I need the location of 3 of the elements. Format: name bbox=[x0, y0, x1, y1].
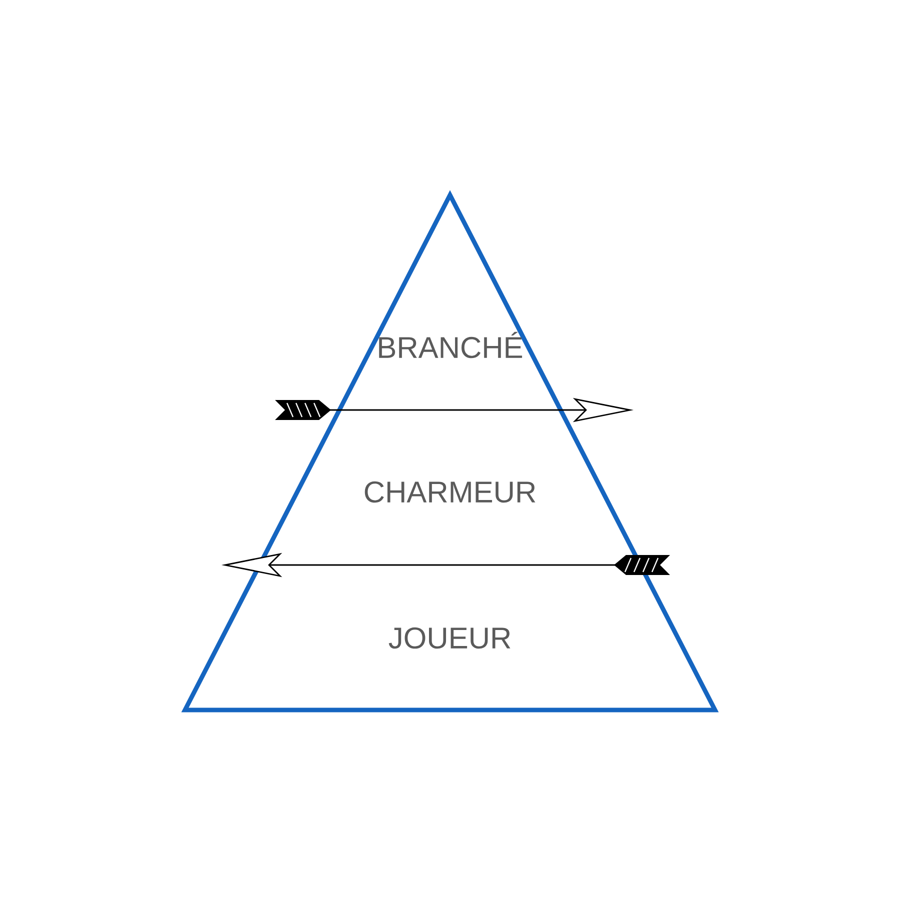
level-label: JOUEUR bbox=[388, 627, 510, 649]
level-label: CHARMEUR bbox=[364, 481, 536, 503]
level-label: BRANCHÉ bbox=[379, 332, 522, 358]
